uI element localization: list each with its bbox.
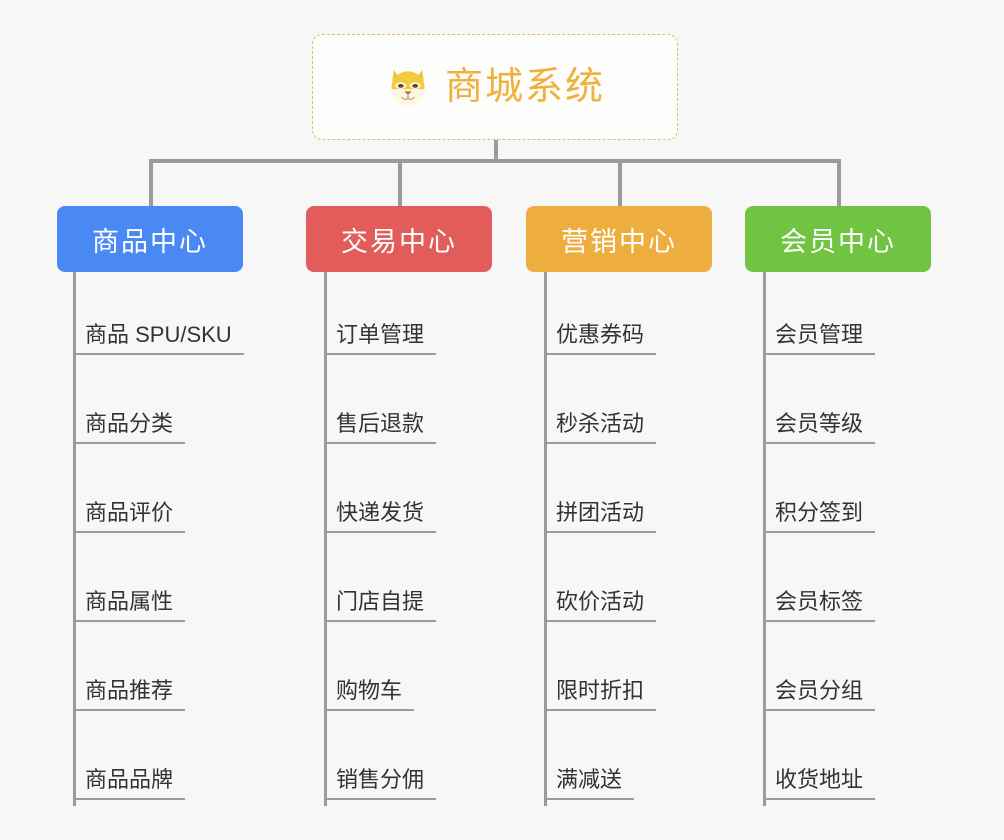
root-title: 商城系统	[444, 66, 605, 108]
leaf-list-member-center: 会员管理会员等级积分签到会员标签会员分组收货地址	[745, 272, 931, 806]
leaf-item[interactable]: 商品品牌	[57, 717, 243, 806]
leaf-item-label: 收货地址	[763, 767, 876, 800]
category-header-trade-center[interactable]: 交易中心	[306, 206, 492, 272]
leaf-item-label: 快递发货	[324, 500, 437, 533]
leaf-item[interactable]: 门店自提	[306, 539, 492, 628]
column-trunk	[763, 272, 766, 806]
column-member-center: 会员中心会员管理会员等级积分签到会员标签会员分组收货地址	[745, 206, 931, 806]
leaf-item[interactable]: 积分签到	[745, 450, 931, 539]
leaf-item-label: 砍价活动	[544, 589, 657, 622]
leaf-item-label: 积分签到	[763, 500, 876, 533]
leaf-item[interactable]: 售后退款	[306, 361, 492, 450]
leaf-item-label: 购物车	[324, 678, 415, 711]
leaf-item-label: 商品分类	[73, 411, 186, 444]
connector-drop-2	[398, 159, 402, 209]
category-header-product-center[interactable]: 商品中心	[57, 206, 243, 272]
connector-bus	[149, 159, 840, 163]
leaf-item[interactable]: 砍价活动	[526, 539, 712, 628]
connector-drop-3	[618, 159, 622, 209]
leaf-item[interactable]: 购物车	[306, 628, 492, 717]
leaf-item-label: 满减送	[544, 767, 635, 800]
leaf-list-product-center: 商品 SPU/SKU 商品分类商品评价商品属性商品推荐商品品牌	[57, 272, 244, 806]
category-header-label: 营销中心	[561, 226, 677, 257]
leaf-item-label: 秒杀活动	[544, 411, 657, 444]
column-product-center: 商品中心商品 SPU/SKU 商品分类商品评价商品属性商品推荐商品品牌	[57, 206, 244, 806]
leaf-item[interactable]: 优惠券码	[526, 272, 712, 361]
connector-drop-1	[149, 159, 153, 209]
leaf-item[interactable]: 限时折扣	[526, 628, 712, 717]
shiba-dog-icon	[385, 64, 431, 110]
column-trunk	[544, 272, 547, 806]
connector-stem	[494, 140, 498, 162]
category-header-label: 交易中心	[341, 226, 457, 257]
leaf-item-label: 会员标签	[763, 589, 876, 622]
leaf-item-label: 售后退款	[324, 411, 437, 444]
leaf-item[interactable]: 商品 SPU/SKU	[57, 272, 244, 361]
column-trunk	[73, 272, 76, 806]
root-node[interactable]: 商城系统	[312, 34, 678, 140]
leaf-item[interactable]: 拼团活动	[526, 450, 712, 539]
leaf-item[interactable]: 商品属性	[57, 539, 243, 628]
leaf-item-label: 商品 SPU/SKU	[73, 322, 244, 355]
leaf-item[interactable]: 销售分佣	[306, 717, 492, 806]
leaf-item[interactable]: 商品分类	[57, 361, 243, 450]
leaf-item[interactable]: 会员分组	[745, 628, 931, 717]
column-trunk	[324, 272, 327, 806]
leaf-item-label: 订单管理	[324, 322, 437, 355]
leaf-item[interactable]: 会员标签	[745, 539, 931, 628]
leaf-item-label: 会员分组	[763, 678, 876, 711]
leaf-item-label: 会员管理	[763, 322, 876, 355]
connector-drop-4	[837, 159, 841, 209]
leaf-item-label: 商品属性	[73, 589, 186, 622]
leaf-item[interactable]: 会员等级	[745, 361, 931, 450]
leaf-item-label: 商品推荐	[73, 678, 186, 711]
leaf-list-trade-center: 订单管理售后退款快递发货门店自提购物车销售分佣	[306, 272, 492, 806]
leaf-item-label: 商品品牌	[73, 767, 186, 800]
column-trade-center: 交易中心订单管理售后退款快递发货门店自提购物车销售分佣	[306, 206, 492, 806]
leaf-item[interactable]: 会员管理	[745, 272, 931, 361]
leaf-item[interactable]: 快递发货	[306, 450, 492, 539]
leaf-item[interactable]: 商品推荐	[57, 628, 243, 717]
leaf-item[interactable]: 订单管理	[306, 272, 492, 361]
leaf-item[interactable]: 满减送	[526, 717, 712, 806]
category-header-marketing-center[interactable]: 营销中心	[526, 206, 712, 272]
leaf-item-label: 会员等级	[763, 411, 876, 444]
leaf-item-label: 拼团活动	[544, 500, 657, 533]
category-header-label: 商品中心	[92, 226, 208, 257]
leaf-item-label: 优惠券码	[544, 322, 657, 355]
category-header-member-center[interactable]: 会员中心	[745, 206, 931, 272]
column-marketing-center: 营销中心优惠券码秒杀活动拼团活动砍价活动限时折扣满减送	[526, 206, 712, 806]
leaf-item[interactable]: 秒杀活动	[526, 361, 712, 450]
leaf-item[interactable]: 收货地址	[745, 717, 931, 806]
category-header-label: 会员中心	[780, 226, 896, 257]
leaf-item[interactable]: 商品评价	[57, 450, 243, 539]
leaf-item-label: 销售分佣	[324, 767, 437, 800]
leaf-item-label: 限时折扣	[544, 678, 657, 711]
leaf-item-label: 门店自提	[324, 589, 437, 622]
leaf-list-marketing-center: 优惠券码秒杀活动拼团活动砍价活动限时折扣满减送	[526, 272, 712, 806]
leaf-item-label: 商品评价	[73, 500, 186, 533]
